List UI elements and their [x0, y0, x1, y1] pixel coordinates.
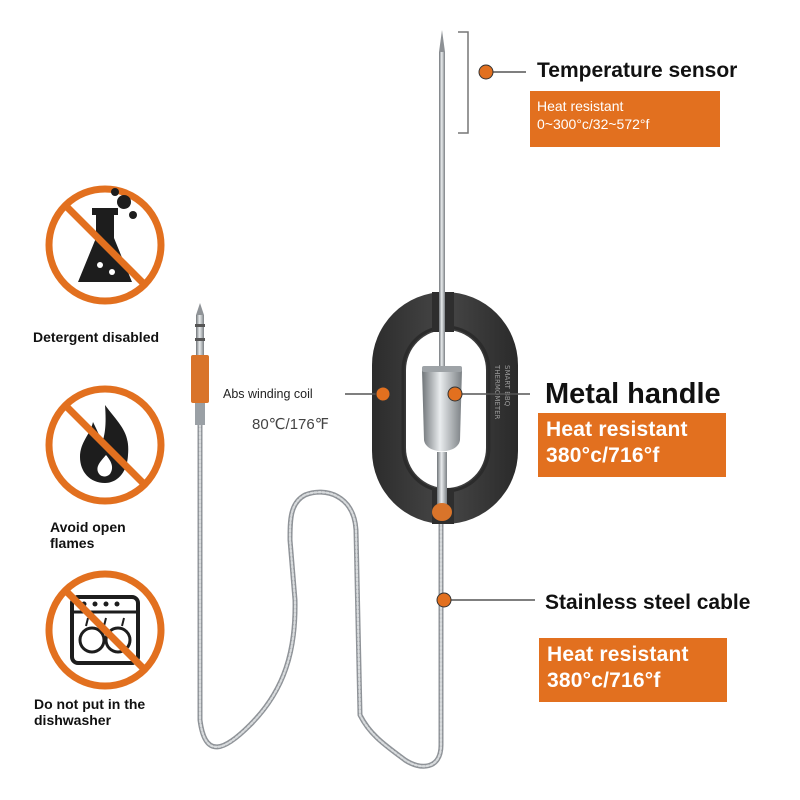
metal-handle-spec-line-1: Heat resistant — [546, 418, 688, 441]
temperature-sensor-spec-line-1: Heat resistant — [537, 98, 624, 114]
warning-dishwasher-line-2: dishwasher — [34, 712, 112, 728]
stainless-cable-spec-line-1: Heat resistant — [547, 643, 689, 666]
abs-coil-label: Abs winding coil — [223, 387, 313, 401]
metal-handle-title: Metal handle — [545, 378, 721, 410]
warning-flame-text: Avoid open flames — [50, 519, 126, 551]
svg-text:THERMOMETER: THERMOMETER — [493, 364, 501, 420]
temperature-sensor-title: Temperature sensor — [537, 59, 738, 82]
temperature-sensor-spec-line-2: 0~300°c/32~572°f — [537, 116, 650, 132]
warning-dishwasher-line-1: Do not put in the — [34, 696, 146, 712]
jack-plug — [191, 303, 209, 425]
no-detergent-icon — [45, 185, 165, 305]
steel-cable — [197, 422, 444, 769]
stainless-cable-title: Stainless steel cable — [545, 591, 751, 614]
no-open-flame-icon — [45, 385, 165, 505]
warning-flame-line-1: Avoid open — [50, 519, 126, 535]
abs-coil-temp: 80℃/176℉ — [252, 416, 329, 433]
warning-detergent-text: Detergent disabled — [33, 329, 159, 345]
warning-flame-line-2: flames — [50, 535, 95, 551]
stainless-cable-spec-line-2: 380°c/716°f — [547, 669, 661, 692]
svg-text:SMART BBQ: SMART BBQ — [503, 365, 511, 407]
warning-dishwasher-text: Do not put in the dishwasher — [34, 696, 145, 728]
no-dishwasher-icon — [45, 570, 165, 690]
warning-detergent-line-1: Detergent disabled — [33, 329, 160, 345]
stainless-cable-spec: Heat resistant 380°c/716°f — [539, 638, 727, 702]
metal-handle-spec-line-2: 380°c/716°f — [546, 444, 660, 467]
metal-handle-spec: Heat resistant 380°c/716°f — [538, 413, 726, 477]
temperature-sensor-spec: Heat resistant 0~300°c/32~572°f — [530, 91, 720, 147]
callouts — [345, 64, 535, 608]
sensor-bracket — [458, 31, 469, 134]
